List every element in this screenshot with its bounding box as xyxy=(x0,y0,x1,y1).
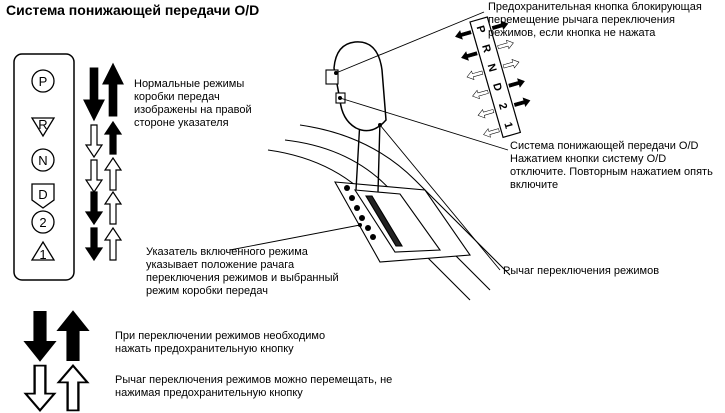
legend-arrow-down-outline xyxy=(24,364,56,412)
gear-symbol-n xyxy=(31,148,55,172)
od-system-note: Система понижающей передачи O/D Нажатием… xyxy=(510,140,713,191)
console-slot xyxy=(365,195,403,247)
svg-text:2: 2 xyxy=(496,102,509,111)
arrow-up-filled xyxy=(102,63,124,117)
gear-label-r: R xyxy=(38,117,47,132)
console-gate xyxy=(353,189,442,253)
gear-label-1: 1 xyxy=(39,247,46,262)
indicator-note: Указатель включенного режима указывает п… xyxy=(146,246,339,297)
gear-label-2: 2 xyxy=(39,215,46,230)
svg-text:1: 1 xyxy=(501,121,514,130)
leader-shift-lever xyxy=(379,124,501,271)
lever-shaft xyxy=(355,119,381,193)
safety-button-note: Предохранительная кнопка блокирующая пер… xyxy=(488,1,702,39)
gear-symbol-1 xyxy=(30,240,56,261)
legend-arrow-up-outline xyxy=(57,364,89,412)
arrow-down-filled xyxy=(83,67,105,121)
svg-text:N: N xyxy=(485,62,499,73)
arrow-down-outline xyxy=(85,159,103,193)
gear-label-p: P xyxy=(39,74,48,89)
gear-label-d: D xyxy=(38,187,47,202)
leader-dots xyxy=(334,71,382,227)
legend-arrow-up-filled xyxy=(57,310,89,362)
arrow-up-outline xyxy=(104,227,122,261)
leader-indicator xyxy=(229,224,361,251)
legend-arrows xyxy=(24,310,89,412)
leader-od-button xyxy=(339,97,509,151)
gear-symbol-d xyxy=(31,183,55,209)
arrow-down-outline xyxy=(85,124,103,158)
leader-safety-button xyxy=(335,11,485,74)
arrow-up-filled xyxy=(104,121,122,155)
normal-modes-note: Нормальные режимы коробки передач изобра… xyxy=(134,78,252,129)
gear-indicator-letters: P R N D 2 1 xyxy=(38,74,47,262)
arrow-down-filled xyxy=(85,191,103,225)
shift-arrows-column xyxy=(83,63,124,261)
gear-symbol-p xyxy=(31,69,55,93)
gate-pattern-strip: P R N D 2 1 xyxy=(453,16,532,140)
svg-text:R: R xyxy=(479,43,493,54)
svg-text:P: P xyxy=(474,24,488,34)
gear-indicator-symbols xyxy=(30,69,56,261)
shift-lever-note: Рычаг переключения режимов xyxy=(503,265,660,277)
shift-console-drawing xyxy=(267,41,511,301)
console-outline xyxy=(299,124,511,276)
legend-outline-note: Рычаг переключения режимов можно перемещ… xyxy=(115,374,393,399)
svg-text:D: D xyxy=(490,82,504,93)
diagram-title: Система понижающей передачи O/D xyxy=(6,2,260,18)
arrow-down-filled xyxy=(85,227,103,261)
gear-label-n: N xyxy=(38,153,47,168)
gear-symbol-2 xyxy=(31,210,55,234)
leader-lines xyxy=(229,11,509,271)
legend-filled-note: При переключении режимов необходимо нажа… xyxy=(115,330,326,355)
console-position-marks xyxy=(344,185,376,240)
gear-symbol-r xyxy=(30,117,56,138)
arrow-up-outline xyxy=(104,157,122,191)
console-plate xyxy=(334,181,471,263)
arrow-up-outline xyxy=(104,191,122,225)
legend-arrow-down-filled xyxy=(24,310,56,362)
